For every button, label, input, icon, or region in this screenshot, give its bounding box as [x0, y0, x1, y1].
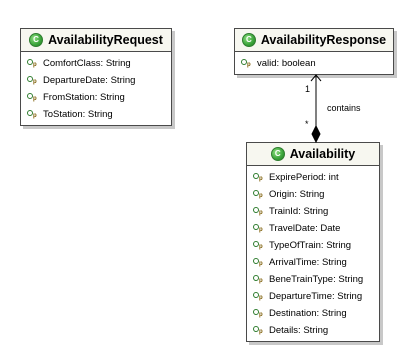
attribute-text: Origin: String: [269, 189, 325, 200]
class-availability-response[interactable]: C AvailabilityResponse p valid: boolean: [234, 28, 394, 75]
navigability-arrowhead: [310, 74, 322, 82]
attribute-text: TypeOfTrain: String: [269, 240, 352, 251]
class-name: AvailabilityResponse: [260, 33, 387, 47]
attribute[interactable]: p ExpirePeriod: int: [247, 169, 379, 186]
attribute-text: ArrivalTime: String: [269, 257, 347, 268]
target-multiplicity: *: [305, 119, 309, 129]
class-header: C AvailabilityResponse: [235, 29, 393, 52]
attribute-text: DepartureTime: String: [269, 291, 363, 302]
attribute[interactable]: p TravelDate: Date: [247, 220, 379, 237]
attribute-icon: p: [253, 325, 265, 336]
attribute[interactable]: p DepartureDate: String: [21, 72, 171, 89]
attribute[interactable]: p BeneTrainType: String: [247, 271, 379, 288]
attribute-icon: p: [253, 274, 265, 285]
attribute-text: Details: String: [269, 325, 329, 336]
attribute[interactable]: p ToStation: String: [21, 106, 171, 123]
attribute-icon: p: [253, 206, 265, 217]
attribute-list: p ExpirePeriod: int p Origin: String p T…: [247, 166, 379, 341]
class-availability-request[interactable]: C AvailabilityRequest p ComfortClass: St…: [20, 28, 172, 126]
attribute-text: DepartureDate: String: [43, 75, 136, 86]
attribute-text: Destination: String: [269, 308, 347, 319]
attribute-icon: p: [27, 92, 39, 103]
source-multiplicity: 1: [305, 84, 310, 94]
attribute[interactable]: p DepartureTime: String: [247, 288, 379, 305]
class-header: C AvailabilityRequest: [21, 29, 171, 52]
attribute-icon: p: [253, 240, 265, 251]
attribute-list: p valid: boolean: [235, 52, 393, 74]
class-name: Availability: [289, 147, 356, 161]
attribute-text: ComfortClass: String: [43, 58, 131, 69]
attribute[interactable]: p valid: boolean: [235, 55, 393, 72]
attribute[interactable]: p TypeOfTrain: String: [247, 237, 379, 254]
attribute-icon: p: [27, 75, 39, 86]
attribute-icon: p: [253, 291, 265, 302]
attribute-list: p ComfortClass: String p DepartureDate: …: [21, 52, 171, 125]
attribute-text: valid: boolean: [257, 58, 316, 69]
attribute-icon: p: [253, 189, 265, 200]
attribute-icon: p: [253, 223, 265, 234]
attribute[interactable]: p Origin: String: [247, 186, 379, 203]
class-availability[interactable]: C Availability p ExpirePeriod: int p Ori…: [246, 142, 380, 342]
attribute-icon: p: [253, 308, 265, 319]
attribute[interactable]: p ArrivalTime: String: [247, 254, 379, 271]
attribute[interactable]: p Details: String: [247, 322, 379, 339]
attribute[interactable]: p Destination: String: [247, 305, 379, 322]
attribute-text: TrainId: String: [269, 206, 329, 217]
attribute[interactable]: p FromStation: String: [21, 89, 171, 106]
attribute-text: BeneTrainType: String: [269, 274, 364, 285]
attribute-text: TravelDate: Date: [269, 223, 341, 234]
attribute[interactable]: p ComfortClass: String: [21, 55, 171, 72]
attribute-text: ToStation: String: [43, 109, 113, 120]
attribute-text: FromStation: String: [43, 92, 125, 103]
attribute-text: ExpirePeriod: int: [269, 172, 339, 183]
class-name: AvailabilityRequest: [48, 33, 163, 47]
attribute-icon: p: [27, 109, 39, 120]
class-icon: C: [270, 147, 285, 161]
attribute-icon: p: [27, 58, 39, 69]
composition-diamond: [311, 124, 321, 144]
class-icon: C: [29, 33, 44, 47]
attribute-icon: p: [241, 58, 253, 69]
attribute[interactable]: p TrainId: String: [247, 203, 379, 220]
class-header: C Availability: [247, 143, 379, 166]
attribute-icon: p: [253, 257, 265, 268]
attribute-icon: p: [253, 172, 265, 183]
class-icon: C: [241, 33, 256, 47]
association-label: contains: [327, 103, 361, 113]
